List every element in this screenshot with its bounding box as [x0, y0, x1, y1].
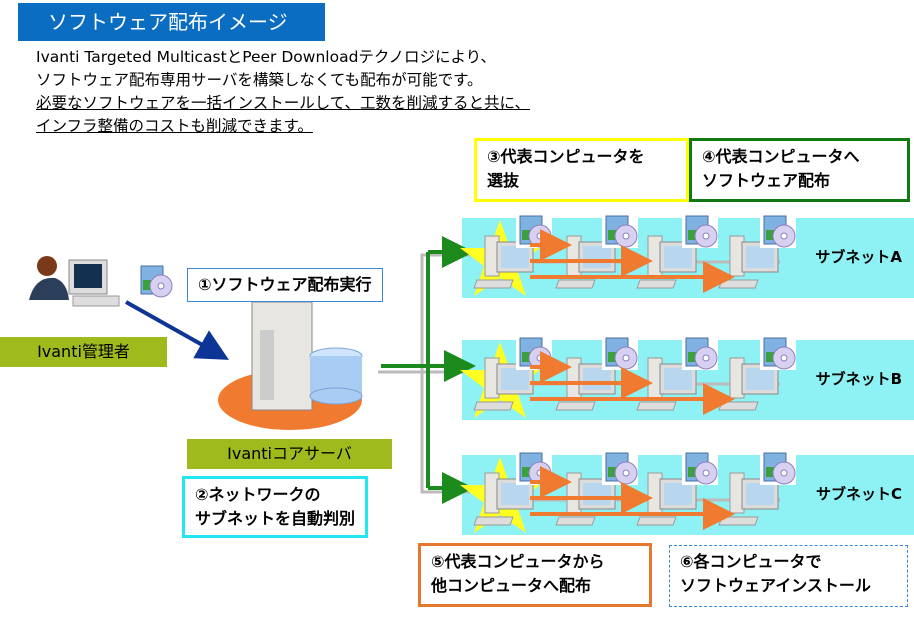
subnet-a-label: サブネットA	[815, 248, 902, 266]
software-package-icon	[136, 261, 174, 299]
step2-line-2: サブネットを自動判別	[195, 509, 356, 528]
software-package-icon	[759, 211, 797, 249]
software-package-icon	[681, 211, 719, 249]
intro-text: Ivanti Targeted MulticastとPeer Downloadテ…	[36, 46, 530, 138]
subnet-b-label: サブネットB	[815, 370, 902, 388]
software-package-icon	[601, 333, 639, 371]
step4-line-2: ソフトウェア配布	[702, 171, 831, 190]
step5-line-2: 他コンピュータへ配布	[431, 576, 592, 595]
admin-to-server-arrow	[125, 300, 229, 360]
software-package-icon	[681, 448, 719, 486]
step4-label: ④代表コンピュータへ ソフトウェア配布	[689, 138, 910, 202]
step5-label: ⑤代表コンピュータから 他コンピュータへ配布	[418, 543, 652, 607]
step2-line-1: ②ネットワークの	[195, 485, 321, 504]
step2-label: ②ネットワークの サブネットを自動判別	[182, 476, 369, 538]
step6-line-2: ソフトウェアインストール	[680, 576, 871, 595]
software-package-icon	[515, 448, 553, 486]
software-package-icon	[601, 211, 639, 249]
core-server-icon	[218, 301, 363, 430]
step1-label: ①ソフトウェア配布実行	[187, 268, 383, 302]
step6-line-1: ⑥各コンピュータで	[680, 552, 822, 571]
intro-line-4: インフラ整備のコストも削減できます。	[36, 117, 313, 135]
admin-person-icon	[29, 256, 120, 307]
software-package-icon	[515, 211, 553, 249]
step3-line-2: 選抜	[487, 171, 520, 190]
intro-line-1: Ivanti Targeted MulticastとPeer Downloadテ…	[36, 48, 497, 66]
step3-line-1: ③代表コンピュータを	[487, 147, 645, 166]
page-title: ソフトウェア配布イメージ	[18, 3, 325, 41]
distribution-arrows-green	[381, 236, 476, 504]
software-package-icon	[601, 448, 639, 486]
software-package-icon	[681, 333, 719, 371]
step6-label: ⑥各コンピュータで ソフトウェアインストール	[669, 545, 908, 607]
subnet-c-label: サブネットC	[815, 485, 902, 503]
intro-line-2: ソフトウェア配布専用サーバを構築しなくても配布が可能です。	[36, 71, 483, 89]
step5-line-1: ⑤代表コンピュータから	[431, 552, 605, 571]
admin-label: Ivanti管理者	[0, 337, 167, 367]
core-server-label: Ivantiコアサーバ	[187, 439, 392, 469]
step3-label: ③代表コンピュータを 選抜	[474, 138, 689, 202]
software-package-icon	[515, 333, 553, 371]
software-package-icon	[759, 448, 797, 486]
step4-line-1: ④代表コンピュータへ	[702, 147, 860, 166]
software-package-icon	[759, 333, 797, 371]
intro-line-3: 必要なソフトウェアを一括インストールして、工数を削減すると共に、	[36, 94, 530, 112]
